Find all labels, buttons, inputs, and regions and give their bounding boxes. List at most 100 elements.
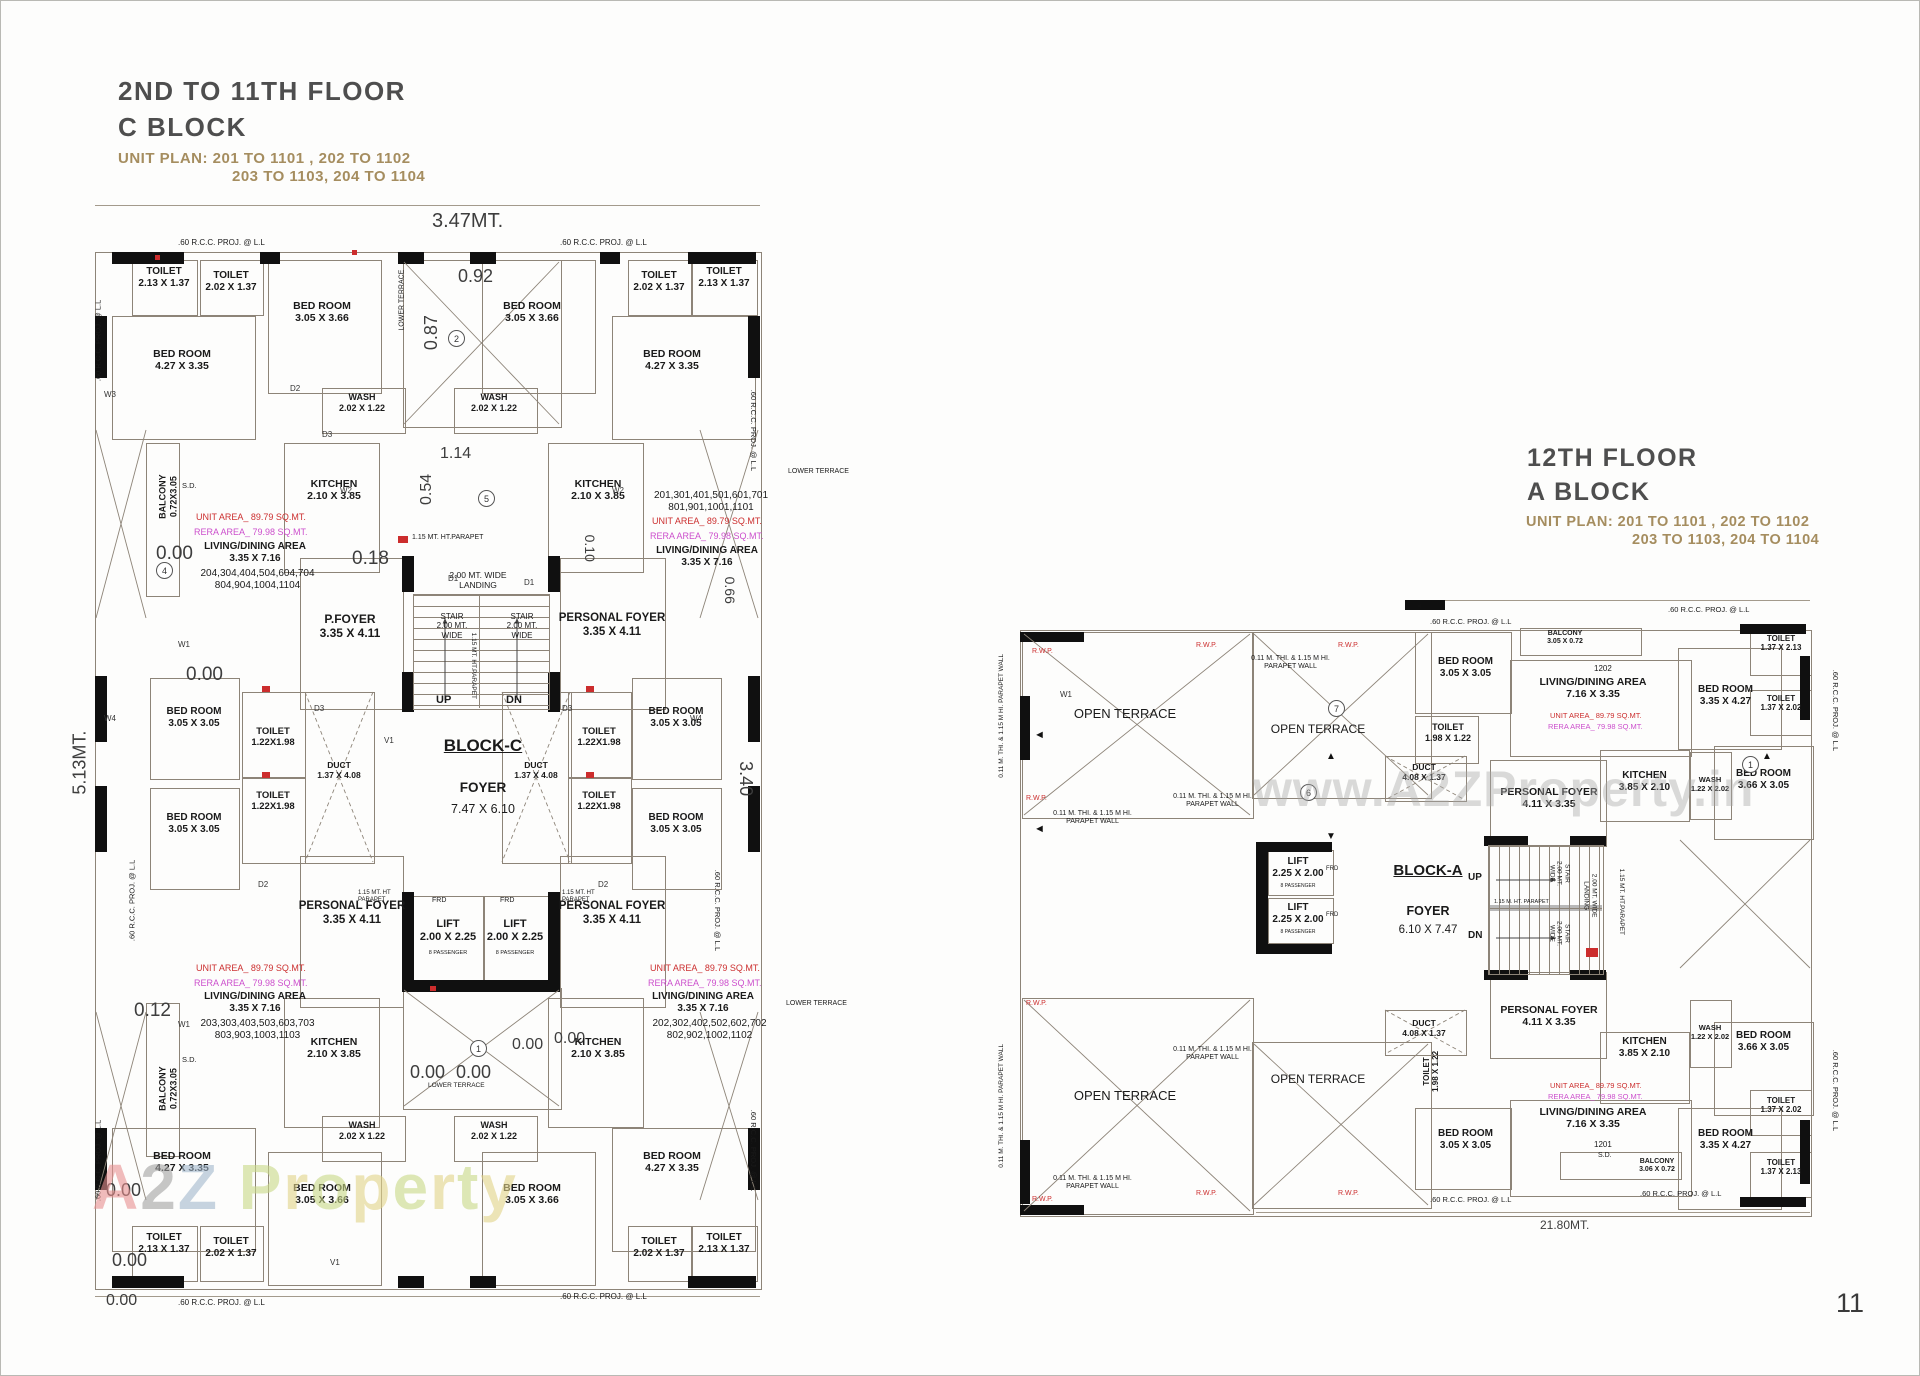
foyer-title: FOYER	[459, 780, 507, 795]
rcc-note: .60 R.C.C. PROJ. @ L.L	[1430, 617, 1512, 626]
dim-5-13mt: 5.13MT.	[69, 730, 90, 795]
unit-numbers: 204,304,404,504,604,704 804,904,1004,110…	[200, 568, 315, 591]
room-bed: BED ROOM 3.05 X 3.66	[293, 1182, 351, 1207]
room-bed: BED ROOM 3.05 X 3.05	[648, 706, 704, 729]
room-outline	[560, 856, 666, 1008]
room-living: LIVING/DINING AREA 3.35 X 7.16	[656, 545, 758, 568]
wall-segment	[548, 892, 560, 984]
room-outline	[482, 1152, 596, 1286]
rcc-note: .60 R.C.C. PROJ. @ L.L	[1668, 605, 1750, 614]
room-bed: BED ROOM 3.05 X 3.05	[648, 812, 704, 835]
c-block-unit-plan-line2: 203 TO 1103, 204 TO 1104	[232, 168, 426, 185]
room-toilet: TOILET 1.22X1.98	[251, 726, 295, 749]
plumbing-fixture-marker	[262, 772, 270, 778]
direction-arrow-marker: ◄	[1034, 729, 1045, 741]
sd-note: S.D.	[182, 1055, 197, 1064]
wall-segment	[688, 252, 756, 264]
frd-note: FRD	[500, 897, 515, 904]
foyer-dim: 6.10 X 7.47	[1398, 924, 1458, 936]
unit-area-note: UNIT AREA_ 89.79 SQ.MT.	[196, 512, 306, 522]
wall-segment	[1484, 970, 1528, 980]
plumbing-fixture-marker	[155, 255, 160, 260]
room-outline	[1560, 1152, 1682, 1180]
rcc-note: .60 R.C.C. PROJ. @ L.L	[560, 238, 647, 247]
watermark-letter: p	[351, 1151, 393, 1223]
room-bed: BED ROOM 3.66 X 3.05	[1736, 768, 1791, 791]
room-outline	[1252, 632, 1432, 799]
room-kitchen: KITCHEN 2.10 X 3.85	[307, 1036, 361, 1061]
dim-3-47mt: 3.47MT.	[432, 210, 504, 232]
door-window-tag: W4	[104, 714, 116, 723]
door-window-tag: W4	[690, 714, 702, 723]
room-outline	[1252, 1042, 1432, 1209]
room-outline	[1690, 752, 1732, 820]
wall-segment	[1256, 944, 1332, 954]
direction-arrow-marker: ▲	[1326, 751, 1336, 762]
wall-segment	[398, 252, 424, 264]
lift-capacity: 8 PASSENGER	[428, 950, 468, 956]
room-living: LIVING/DINING AREA 7.16 X 3.35	[1539, 676, 1647, 701]
wall-segment	[402, 672, 414, 712]
stair-note: STAIR 2.00 MT. WIDE	[1548, 861, 1571, 886]
room-outline	[560, 558, 666, 710]
stair-note: STAIR 2.00 MT. WIDE	[436, 612, 468, 640]
room-bed: BED ROOM 3.05 X 3.66	[293, 300, 351, 325]
room-balcony: BALCONY 3.06 X 0.72	[1639, 1158, 1675, 1174]
room-outline	[1600, 750, 1690, 822]
rwp-note: R.W.P.	[1032, 648, 1053, 655]
room-outline	[112, 316, 256, 440]
room-outline	[1678, 1108, 1782, 1210]
wall-segment	[402, 556, 414, 592]
watermark-letter: t	[456, 1151, 481, 1223]
room-wash: WASH 2.02 X 1.22	[470, 1120, 518, 1141]
room-outline	[628, 1226, 692, 1282]
dim-3-40: 3.40	[736, 761, 757, 797]
projection-line	[95, 1296, 760, 1297]
room-bed: BED ROOM 3.05 X 3.05	[1438, 1128, 1493, 1151]
plumbing-fixture-marker	[586, 686, 594, 692]
parapet-wall-note: 0.11 M. THI. & 1.15 M HI. PARAPET WALL	[1053, 810, 1132, 826]
lower-terrace: LOWER TERRACE	[428, 1082, 485, 1089]
a2z-property-watermark: A2Z Property	[92, 1150, 518, 1224]
room-toilet: TOILET 2.02 X 1.37	[205, 1236, 257, 1259]
unit-number: 1201	[1594, 1140, 1612, 1149]
door-window-tag: D3	[314, 704, 325, 713]
unit-area-note: UNIT AREA_ 89.79 SQ.MT.	[196, 963, 306, 973]
dim-0-00: 0.00	[186, 664, 223, 685]
lower-terrace: LOWER TERRACE	[788, 468, 849, 475]
room-wash: WASH 2.02 X 1.22	[338, 1120, 386, 1141]
room-personal-foyer: PERSONAL FOYER 4.11 X 3.35	[1500, 1004, 1598, 1029]
direction-arrow-marker: ◄	[1414, 601, 1424, 612]
room-personal-foyer: PERSONAL FOYER 3.35 X 4.11	[558, 900, 666, 926]
stair-dn: DN	[1468, 930, 1483, 941]
parapet-note: 1.15 MT. HT.PARAPET	[470, 632, 477, 699]
dim-0-10: 0.10	[581, 534, 598, 562]
lift-capacity: 8 PASSENGER	[495, 950, 535, 956]
room-outline	[1678, 648, 1782, 750]
room-duct: DUCT 4.08 X 1.37	[1402, 1018, 1446, 1039]
stair-note: STAIR 2.00 MT. WIDE	[506, 612, 538, 640]
wall-segment	[548, 672, 560, 712]
room-living: LIVING/DINING AREA 3.35 X 7.16	[652, 991, 754, 1014]
parapet-note: 1.15 MT. HT PARAPET	[358, 890, 391, 904]
wall-segment	[748, 676, 760, 742]
door-window-tag: D3	[322, 430, 333, 439]
room-duct: DUCT 1.37 X 4.08	[317, 760, 361, 781]
grid-bubble: 1	[470, 1040, 487, 1057]
room-outline	[1385, 756, 1467, 802]
c-block-unit-plan-line1: UNIT PLAN: 201 TO 1101 , 202 TO 1102	[118, 150, 411, 167]
door-window-tag: W2	[340, 486, 352, 495]
door-window-tag: V1	[384, 736, 394, 745]
watermark-letter: r	[283, 1151, 311, 1223]
staircase	[1488, 845, 1604, 975]
rcc-note: .60 R.C.C. PROJ. @ L.L	[749, 1109, 759, 1192]
wall-segment	[688, 1276, 756, 1288]
wall-segment	[95, 316, 107, 378]
plumbing-fixture-marker	[262, 686, 270, 692]
door-window-tag: W3	[104, 390, 116, 399]
door-window-tag: V1	[330, 1258, 340, 1267]
stair-dn: DN	[506, 694, 522, 706]
room-outline	[548, 443, 644, 573]
direction-arrow-marker: ▼	[1326, 831, 1336, 842]
room-toilet: TOILET 1.22X1.98	[251, 790, 295, 813]
